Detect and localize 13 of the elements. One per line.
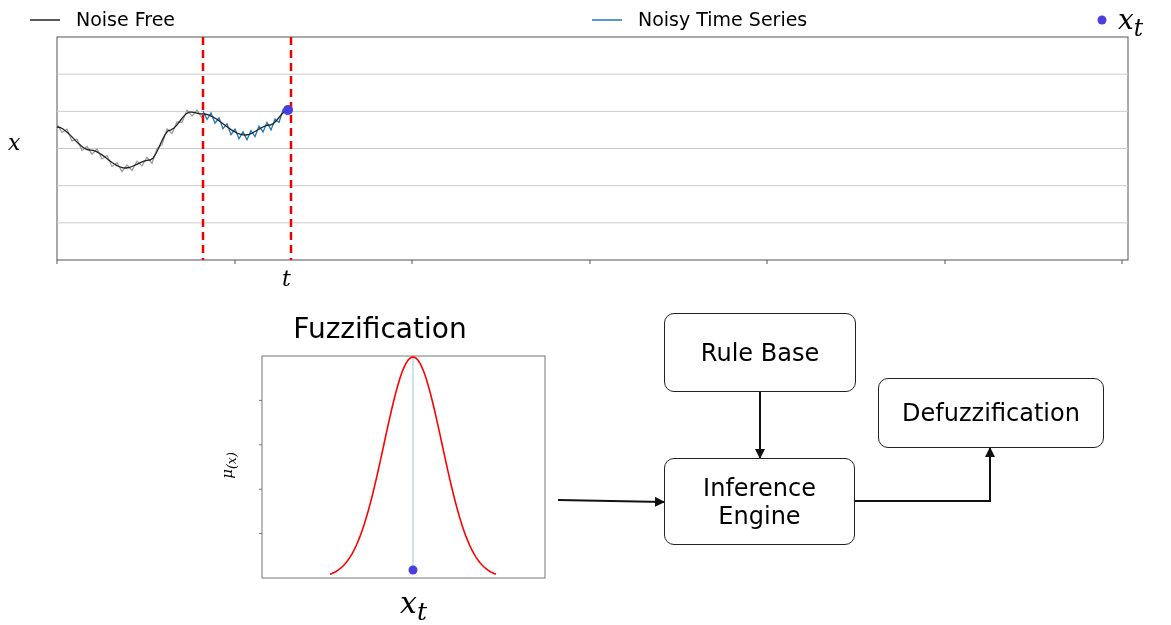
legend-text: Noisy Time Series [638,8,808,30]
arrow [854,447,995,502]
arrow [755,391,765,459]
axis-label: t [282,266,291,291]
axis-label: x [8,130,21,155]
process-box: Inference Engine [664,458,855,545]
panel-title: Fuzzification [292,312,468,345]
arrow [557,496,665,507]
process-box: Rule Base [664,313,856,392]
axis-label: x$_{t}$ [400,585,427,625]
legend-text: x$_{t}$ [1118,3,1144,42]
process-box: Defuzzification [878,378,1104,448]
legend-text: Noise Free [76,8,176,30]
